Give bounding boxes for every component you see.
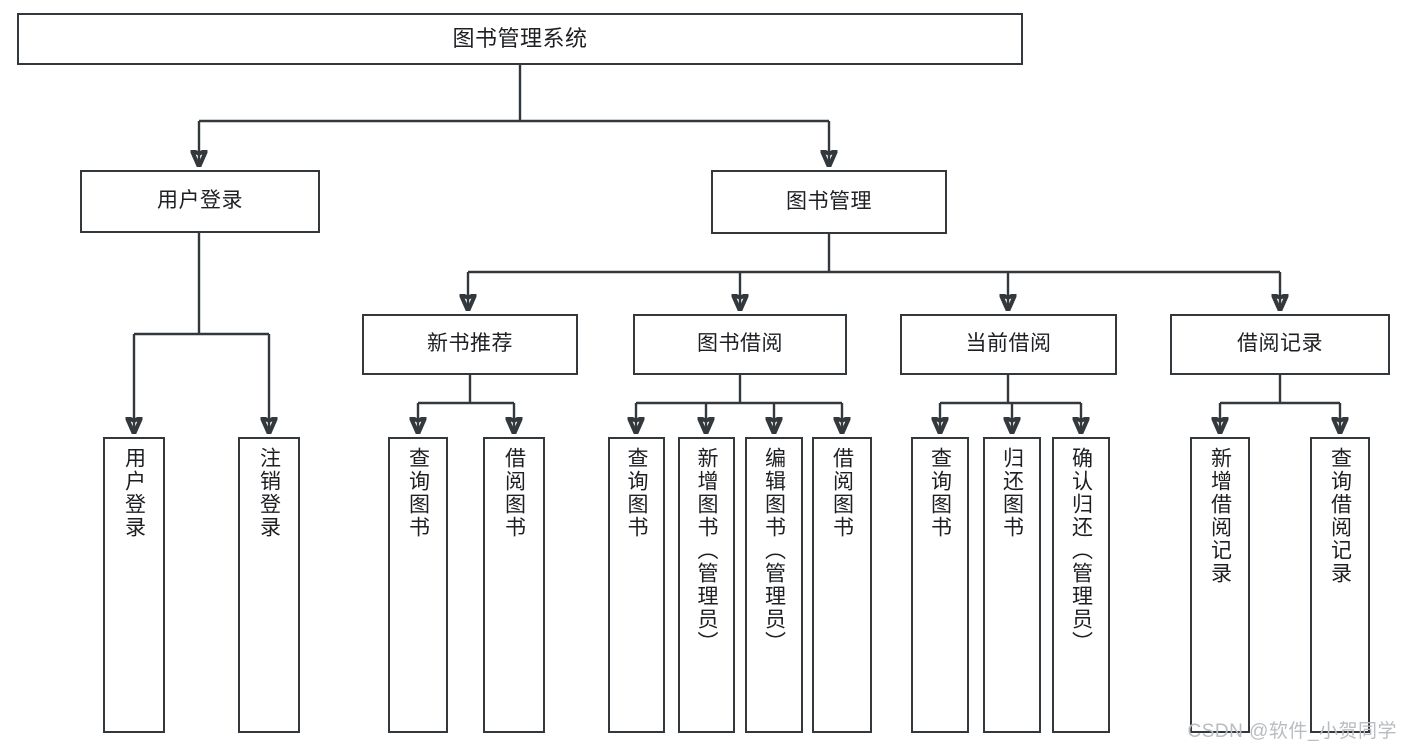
leaf-node[interactable]: 借阅图书 bbox=[483, 437, 545, 733]
node-label: 借阅图书 bbox=[830, 447, 854, 539]
node-label: 新增图书（管理员） bbox=[695, 447, 718, 654]
leaf-node[interactable]: 注销登录 bbox=[238, 437, 300, 733]
node-label: 确认归还（管理员） bbox=[1069, 447, 1093, 654]
node-label: 新书推荐 bbox=[427, 332, 513, 356]
node-book-management[interactable]: 图书管理 bbox=[711, 170, 947, 234]
node-label: 查询图书 bbox=[625, 447, 648, 539]
node-label: 查询图书 bbox=[928, 447, 952, 539]
leaf-node[interactable]: 归还图书 bbox=[983, 437, 1041, 733]
node-book-borrowing[interactable]: 图书借阅 bbox=[633, 314, 847, 375]
node-label: 图书管理系统 bbox=[452, 26, 588, 52]
node-user-login[interactable]: 用户登录 bbox=[80, 170, 320, 233]
leaf-node[interactable]: 查询图书 bbox=[388, 437, 448, 733]
node-root-system[interactable]: 图书管理系统 bbox=[17, 13, 1023, 65]
node-label: 编辑图书（管理员） bbox=[762, 447, 786, 654]
node-label: 借阅图书 bbox=[502, 447, 526, 539]
node-label: 注销登录 bbox=[257, 447, 281, 539]
leaf-node[interactable]: 查询图书 bbox=[608, 437, 665, 733]
node-label: 用户登录 bbox=[157, 189, 243, 213]
leaf-node[interactable]: 用户登录 bbox=[103, 437, 165, 733]
leaf-node[interactable]: 新增图书（管理员） bbox=[678, 437, 735, 733]
csdn-watermark: CSDN @软件_小贺同学 bbox=[1187, 721, 1397, 742]
node-current-borrowing[interactable]: 当前借阅 bbox=[900, 314, 1117, 375]
leaf-node[interactable]: 新增借阅记录 bbox=[1190, 437, 1250, 733]
leaf-node[interactable]: 借阅图书 bbox=[812, 437, 872, 733]
node-label: 图书管理 bbox=[786, 189, 872, 213]
leaf-node[interactable]: 确认归还（管理员） bbox=[1052, 437, 1110, 733]
leaf-node[interactable]: 编辑图书（管理员） bbox=[745, 437, 803, 733]
node-label: 查询借阅记录 bbox=[1328, 447, 1352, 585]
node-label: 借阅记录 bbox=[1237, 332, 1323, 356]
node-new-book-recommendation[interactable]: 新书推荐 bbox=[362, 314, 578, 375]
node-label: 当前借阅 bbox=[965, 332, 1052, 356]
node-borrowing-records[interactable]: 借阅记录 bbox=[1170, 314, 1390, 375]
node-label: 图书借阅 bbox=[697, 332, 783, 356]
leaf-node[interactable]: 查询图书 bbox=[911, 437, 969, 733]
node-label: 查询图书 bbox=[406, 447, 430, 539]
node-label: 归还图书 bbox=[1000, 447, 1024, 539]
leaf-node[interactable]: 查询借阅记录 bbox=[1310, 437, 1370, 733]
node-label: 新增借阅记录 bbox=[1208, 447, 1232, 585]
node-label: 用户登录 bbox=[122, 447, 146, 539]
